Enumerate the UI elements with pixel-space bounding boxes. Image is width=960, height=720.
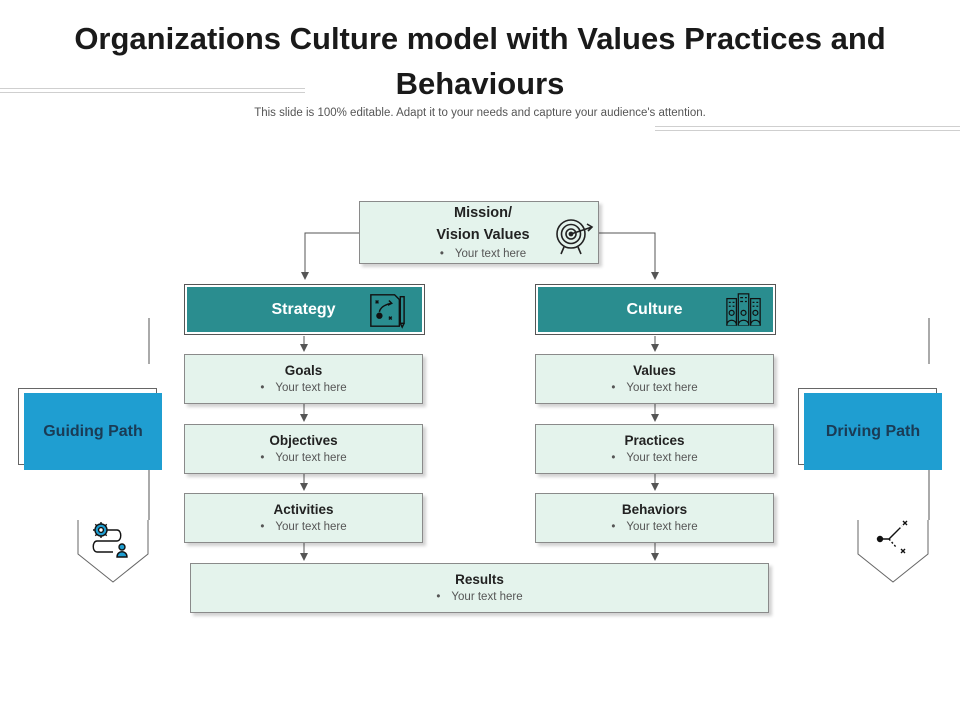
- results-title: Results: [455, 571, 504, 587]
- results-box: Results Your text here: [190, 563, 769, 613]
- practices-bullet: Your text here: [611, 450, 697, 467]
- decor-line-right: [655, 126, 960, 127]
- strategy-header-frame: [184, 284, 425, 335]
- people-buildings-icon: [726, 293, 761, 326]
- strategy-plan-icon: [370, 294, 405, 329]
- values-bullet: Your text here: [611, 380, 697, 397]
- culture-header-frame: [535, 284, 776, 335]
- behaviors-bullet: Your text here: [611, 519, 697, 536]
- route-path-icon: [876, 520, 908, 554]
- behaviors-title: Behaviors: [621, 501, 688, 517]
- strategy-header-label: Strategy: [271, 300, 336, 318]
- guiding-path-label: Guiding Path: [43, 422, 143, 440]
- results-bullet: Your text here: [436, 589, 522, 606]
- values-box: Values Your text here: [535, 354, 774, 404]
- activities-title: Activities: [273, 501, 334, 517]
- driving-path-label: Driving Path: [825, 422, 921, 440]
- goals-title: Goals: [284, 362, 323, 378]
- driving-path-box: Driving Path: [804, 393, 942, 470]
- objectives-title: Objectives: [269, 432, 338, 448]
- gear-user-path-icon: [92, 522, 128, 558]
- objectives-bullet: Your text here: [260, 450, 346, 467]
- activities-bullet: Your text here: [260, 519, 346, 536]
- practices-title: Practices: [624, 432, 685, 448]
- slide-subtitle: This slide is 100% editable. Adapt it to…: [254, 107, 706, 119]
- mission-vision-box: Mission/ Vision Values Your text here: [359, 201, 599, 264]
- goals-box: Goals Your text here: [184, 354, 423, 404]
- mission-bullet: Your text here: [428, 246, 538, 263]
- mission-title-line2: Vision Values: [436, 227, 530, 243]
- slide-title: Organizations Culture model with Values …: [74, 21, 886, 101]
- target-icon: [556, 219, 594, 255]
- decor-line-left: [0, 88, 305, 89]
- culture-header-label: Culture: [626, 300, 683, 318]
- activities-box: Activities Your text here: [184, 493, 423, 543]
- goals-bullet: Your text here: [260, 380, 346, 397]
- guiding-path-box: Guiding Path: [24, 393, 162, 470]
- decor-line-left-2: [0, 92, 305, 93]
- driving-path-pointer: [857, 520, 929, 583]
- mission-title-line1: Mission/: [453, 205, 512, 221]
- decor-line-right-2: [655, 130, 960, 131]
- behaviors-box: Behaviors Your text here: [535, 493, 774, 543]
- practices-box: Practices Your text here: [535, 424, 774, 474]
- values-title: Values: [633, 362, 676, 378]
- objectives-box: Objectives Your text here: [184, 424, 423, 474]
